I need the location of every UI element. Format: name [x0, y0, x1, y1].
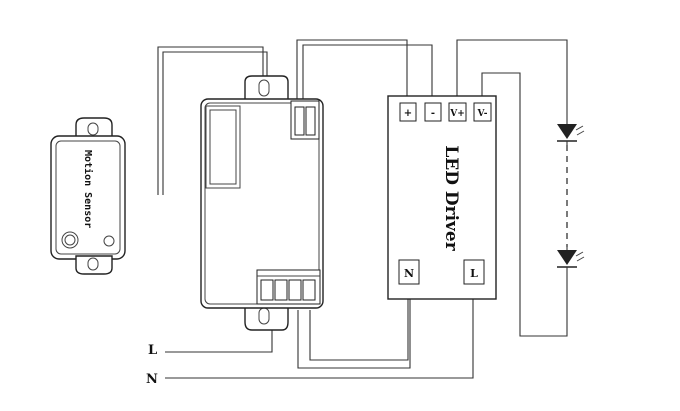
motion-sensor: Motion Sensor: [50, 117, 126, 275]
terminal-plus: [399, 102, 417, 122]
led-lower-icon: [557, 247, 585, 270]
mains-l-label: L: [148, 343, 157, 358]
terminal-l: [463, 259, 485, 285]
terminal-vplus: [448, 102, 467, 122]
led-driver: + - V+ V- LED Driver N L: [387, 95, 497, 300]
terminal-n: [398, 259, 420, 285]
led-string: [557, 115, 585, 270]
terminal-minus: [424, 102, 442, 122]
terminal-vminus-label: V-: [476, 109, 487, 119]
led-upper-icon: [557, 124, 585, 145]
motion-sensor-label: Motion Sensor: [82, 150, 94, 228]
mains-n-label: N: [146, 372, 158, 387]
terminal-l-label: L: [470, 267, 478, 280]
terminal-vminus: [473, 102, 492, 122]
terminal-n-label: N: [404, 267, 414, 280]
terminal-plus-label: +: [404, 108, 412, 119]
terminal-vplus-label: V+: [449, 109, 465, 119]
wires: [157, 39, 568, 379]
led-driver-title: LED Driver: [441, 145, 461, 251]
terminal-minus-label: -: [431, 108, 435, 119]
controller-module: [200, 75, 324, 331]
